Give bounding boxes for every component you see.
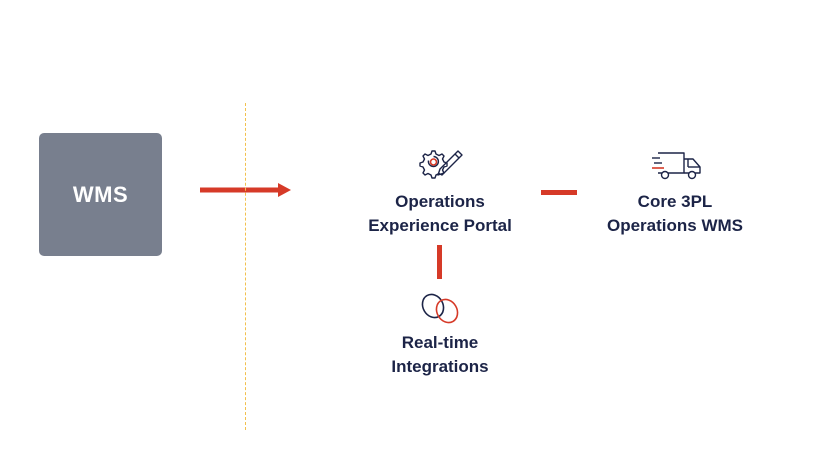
gear-pencil-icon [419,150,463,179]
flow-arrow [200,183,291,197]
linked-rings-icon [421,293,459,324]
portal-label-line1: Operations [395,192,485,211]
wms-box-label: WMS [72,181,129,207]
portal-label-line2: Experience Portal [368,216,512,235]
core-label-line2: Operations WMS [606,216,743,235]
core-label-line1: Core 3PL [637,192,713,211]
delivery-truck-icon [652,152,701,180]
integrations-label-line1: Real-time [401,333,479,352]
dashed-divider [245,103,246,430]
integrations-label-line2: Integrations [391,357,489,376]
node-core-3pl: Core 3PL Operations WMS [590,190,760,238]
node-operations-portal: Operations Experience Portal [351,190,529,238]
connector-portal-core [541,190,577,195]
node-real-time-integrations: Real-time Integrations [360,331,520,379]
wms-box: WMS [39,133,162,256]
connector-portal-integrations [437,245,442,279]
